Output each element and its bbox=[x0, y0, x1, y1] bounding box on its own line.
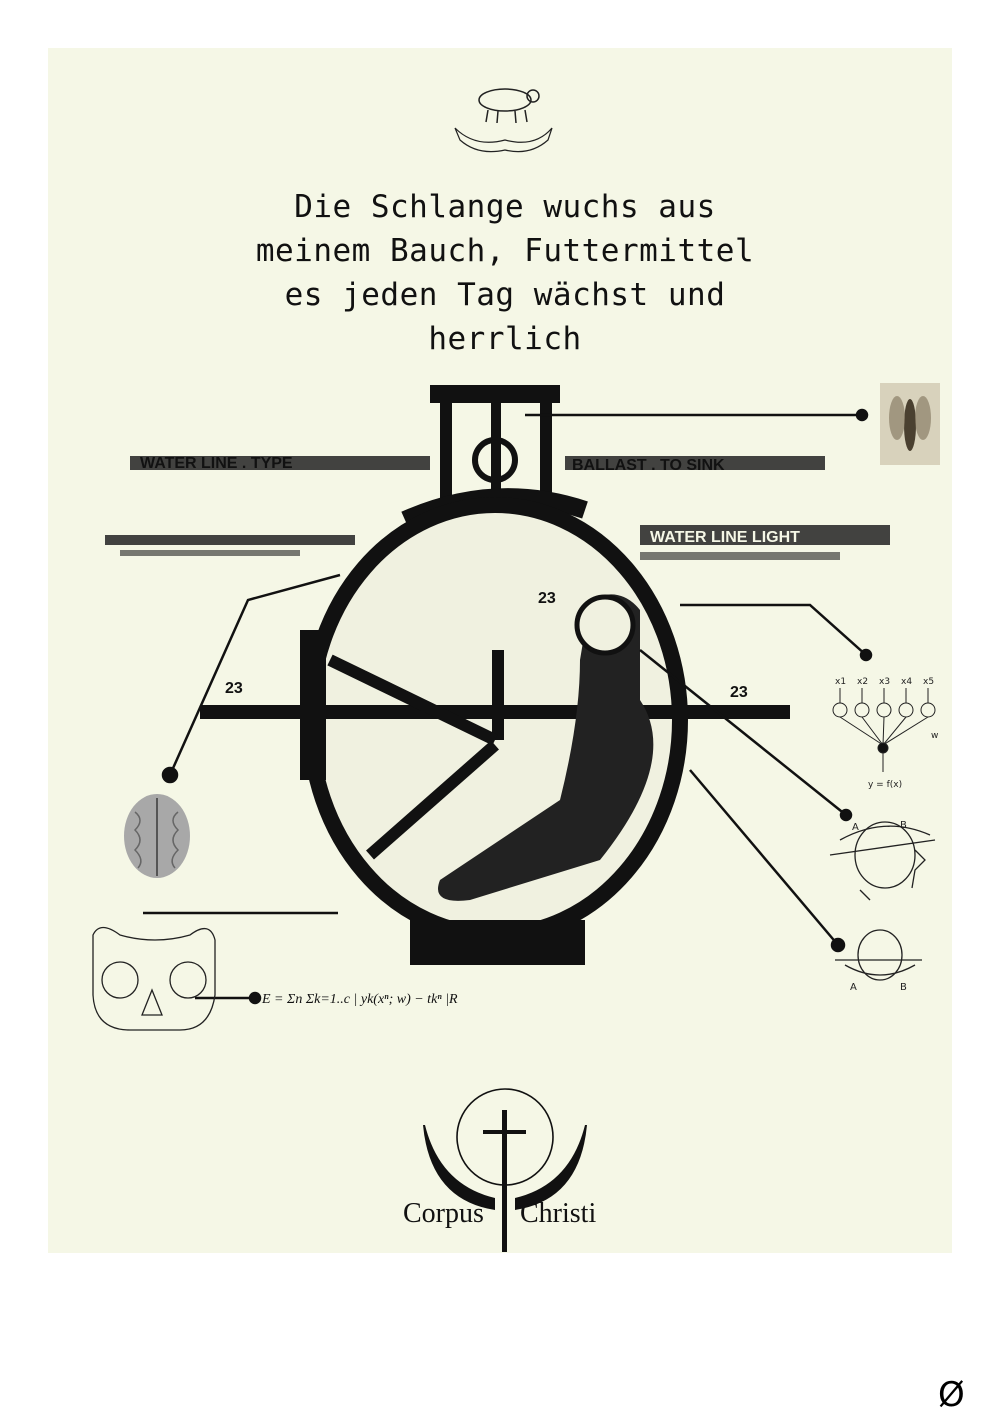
headline-text: Die Schlange wuchs aus meinem Bauch, Fut… bbox=[255, 189, 755, 357]
ballast-label: BALLAST . TO SINK bbox=[572, 457, 725, 474]
number-23-top: 23 bbox=[538, 590, 556, 607]
number-23-left: 23 bbox=[225, 680, 243, 697]
nn-input-1: x1 bbox=[835, 677, 846, 687]
pig-emblem-icon bbox=[454, 88, 553, 153]
nn-weight-label: w bbox=[931, 731, 938, 741]
logo-text-christi: Christi bbox=[520, 1198, 596, 1229]
head-profile-diagram bbox=[829, 821, 936, 901]
brain-icon bbox=[124, 794, 190, 878]
nn-input-5: x5 bbox=[923, 677, 934, 687]
head-top-diagram bbox=[835, 929, 922, 981]
neural-network-diagram bbox=[832, 688, 936, 772]
water-line-type-label: WATER LINE . TYPE bbox=[140, 455, 293, 472]
nn-output-label: y = f(x) bbox=[868, 780, 902, 790]
head-label-b: B bbox=[900, 820, 907, 831]
head-label-a: A bbox=[852, 822, 859, 833]
water-lines bbox=[105, 456, 890, 560]
insect-icon bbox=[880, 383, 940, 465]
skull-icon bbox=[92, 926, 216, 1031]
nn-input-4: x4 bbox=[901, 677, 912, 687]
logo-text-corpus: Corpus bbox=[403, 1198, 484, 1229]
nn-input-3: x3 bbox=[879, 677, 890, 687]
error-formula: E = Σn Σk=1..c | yk(xⁿ; w) − tkⁿ |R bbox=[261, 992, 458, 1007]
head-top-label-a: A bbox=[850, 982, 857, 993]
head-top-label-b: B bbox=[900, 982, 907, 993]
corpus-christi-logo: Corpus Christi bbox=[403, 1088, 596, 1252]
diving-sphere bbox=[200, 385, 790, 965]
nn-input-2: x2 bbox=[857, 677, 868, 687]
connector-lines bbox=[143, 408, 873, 1005]
water-line-light-label: WATER LINE LIGHT bbox=[650, 529, 800, 546]
page-mark: Ø bbox=[938, 1375, 965, 1415]
number-23-right: 23 bbox=[730, 684, 748, 701]
